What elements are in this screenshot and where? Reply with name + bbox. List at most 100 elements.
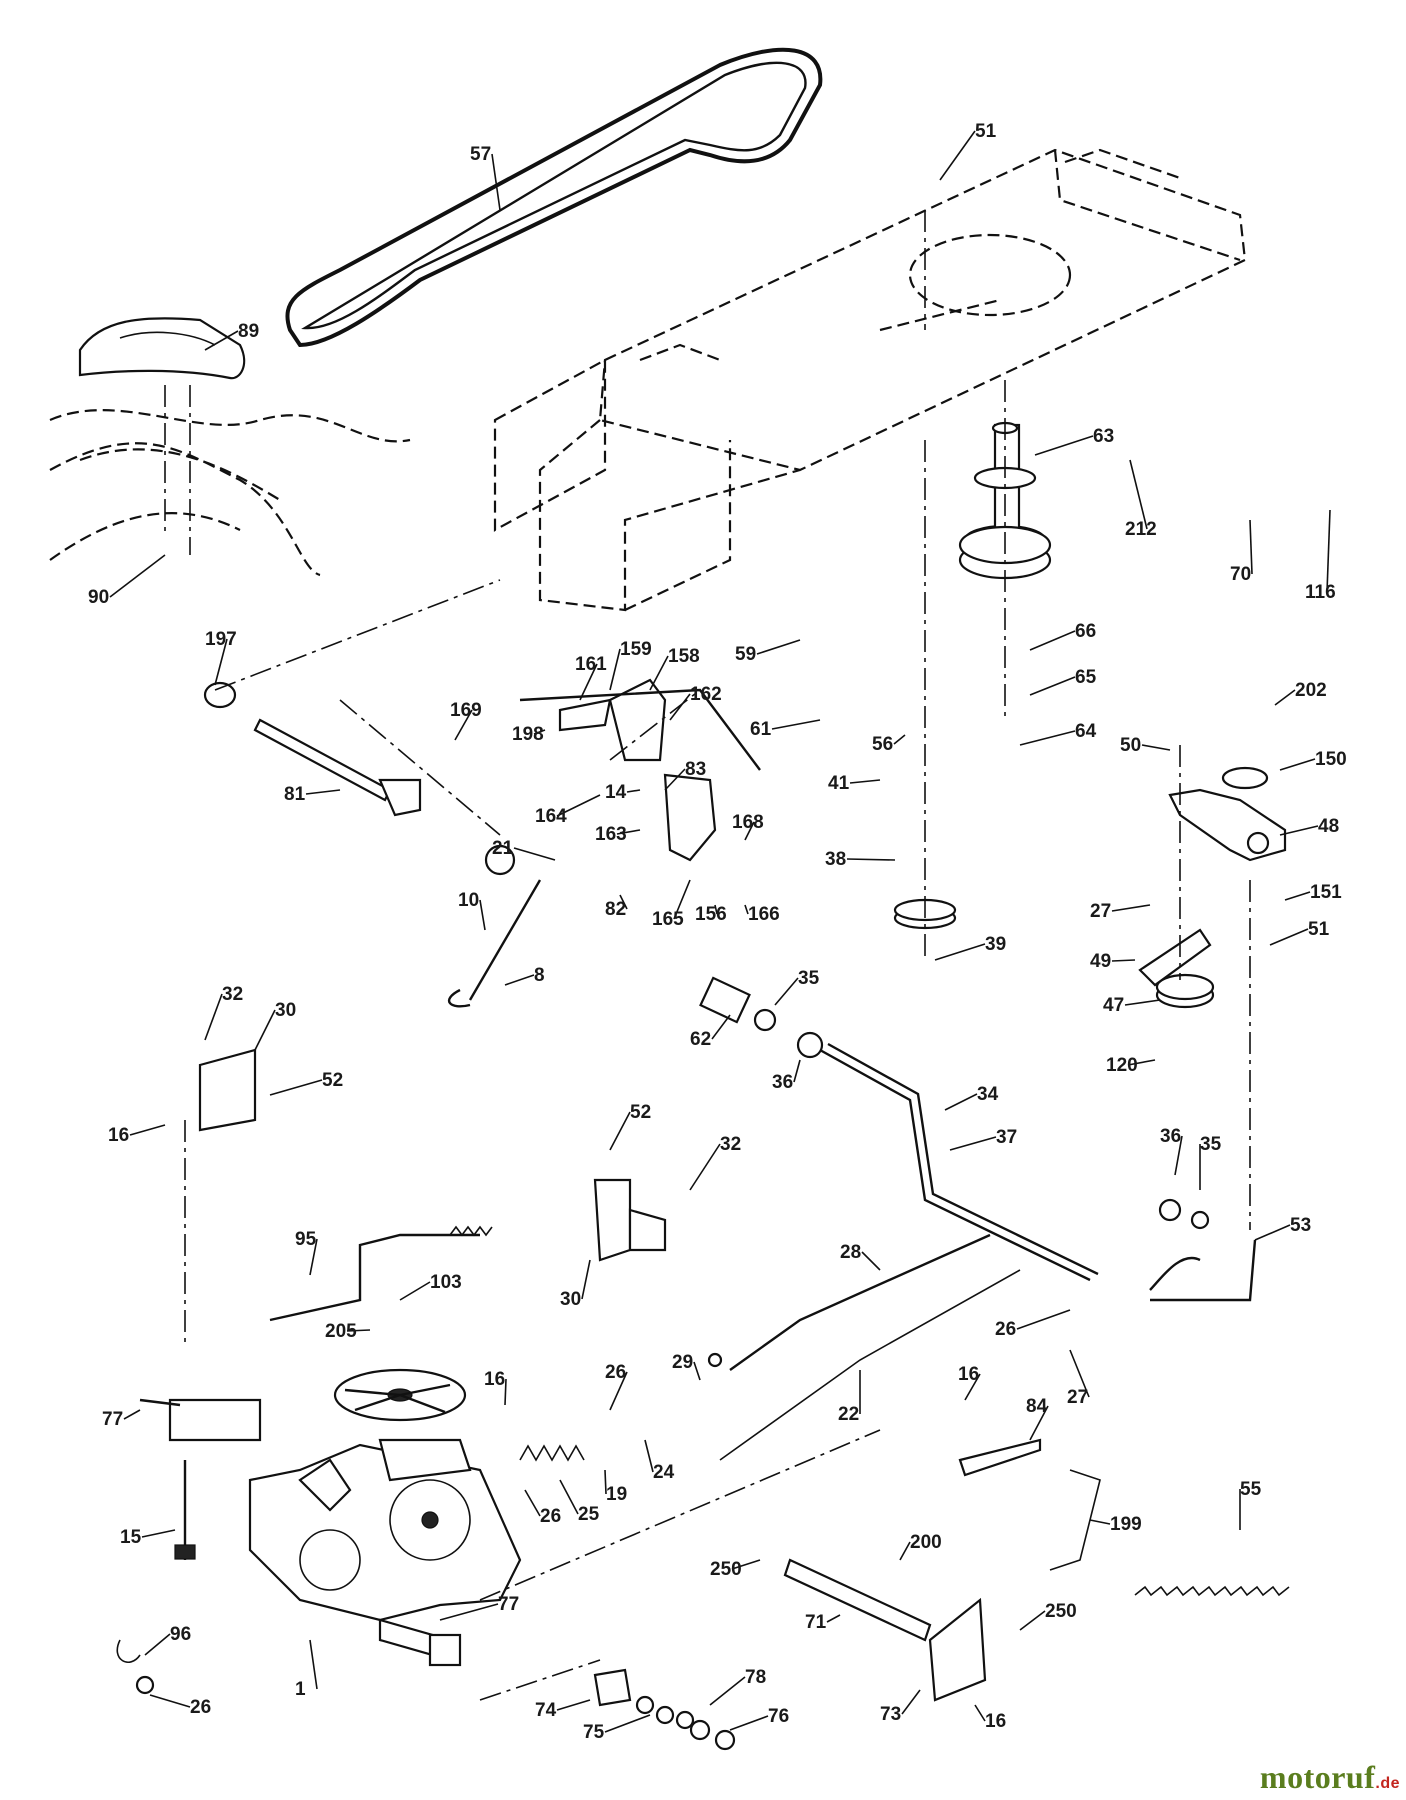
leader-line-p27a bbox=[1111, 904, 1151, 912]
leader-line-p37 bbox=[949, 1136, 997, 1151]
leader-line-p24 bbox=[644, 1439, 654, 1473]
leader-line-p202 bbox=[1274, 689, 1296, 706]
part-label-p165: 165 bbox=[652, 909, 684, 930]
part-label-p73: 73 bbox=[880, 1704, 901, 1725]
part-label-p26c: 26 bbox=[540, 1506, 561, 1527]
part-label-p59: 59 bbox=[735, 644, 756, 665]
part-label-p26b: 26 bbox=[605, 1362, 626, 1383]
leader-line-p76 bbox=[729, 1715, 769, 1731]
part-label-p41: 41 bbox=[828, 773, 850, 794]
part-label-p10: 10 bbox=[458, 890, 479, 911]
leader-line-p162 bbox=[669, 693, 691, 721]
leader-line-p212 bbox=[1129, 459, 1148, 530]
part-label-p65: 65 bbox=[1075, 667, 1097, 688]
leader-line-p39 bbox=[934, 943, 986, 961]
part-label-p37: 37 bbox=[996, 1127, 1017, 1148]
part-label-p163: 163 bbox=[595, 824, 627, 845]
leader-line-p30a bbox=[254, 1009, 276, 1051]
leader-line-p25 bbox=[559, 1479, 579, 1515]
part-label-p198: 198 bbox=[512, 724, 544, 745]
leader-line-p74 bbox=[556, 1699, 591, 1711]
leader-line-p53 bbox=[1254, 1224, 1291, 1241]
leader-line-p10 bbox=[479, 899, 486, 931]
part-label-p161: 161 bbox=[575, 654, 607, 675]
part-label-p16a: 16 bbox=[108, 1125, 129, 1146]
leader-line-p165 bbox=[673, 879, 691, 920]
leader-line-p151 bbox=[1284, 891, 1311, 901]
leader-line-p1 bbox=[309, 1639, 318, 1690]
leader-line-p250a bbox=[731, 1559, 761, 1570]
part-label-p35b: 35 bbox=[1200, 1134, 1222, 1155]
part-label-p19: 19 bbox=[606, 1484, 627, 1505]
part-label-p63: 63 bbox=[1093, 426, 1114, 447]
part-label-p52a: 52 bbox=[322, 1070, 343, 1091]
part-label-p47: 47 bbox=[1103, 995, 1124, 1016]
leader-line-p30b bbox=[581, 1259, 591, 1300]
leader-line-p16d bbox=[974, 1704, 986, 1722]
brake-arm bbox=[479, 1429, 1101, 1702]
leader-line-p83 bbox=[664, 768, 686, 791]
leader-line-p62 bbox=[711, 1014, 731, 1040]
leader-line-p82 bbox=[619, 894, 628, 910]
watermark-logo: motoruf.de bbox=[1259, 1759, 1400, 1795]
part-label-p164: 164 bbox=[535, 806, 567, 827]
part-label-p156: 156 bbox=[695, 904, 727, 925]
leader-line-p26c bbox=[524, 1489, 541, 1517]
leader-line-p57 bbox=[491, 153, 501, 211]
leader-line-p52b bbox=[609, 1111, 631, 1151]
part-label-p51a: 51 bbox=[975, 121, 997, 142]
leader-line-p168 bbox=[744, 821, 755, 841]
leader-line-p166 bbox=[744, 904, 749, 915]
part-label-p76: 76 bbox=[768, 1706, 789, 1727]
leader-line-p26d bbox=[149, 1694, 191, 1708]
lift-shaft bbox=[203, 579, 501, 836]
leader-line-p103 bbox=[399, 1281, 431, 1301]
part-label-p35a: 35 bbox=[798, 968, 820, 989]
leader-line-p59 bbox=[756, 639, 801, 655]
part-label-p166: 166 bbox=[748, 904, 780, 925]
part-label-p27b: 27 bbox=[1067, 1387, 1088, 1408]
leader-line-p26a bbox=[1016, 1309, 1071, 1330]
leader-line-p199 bbox=[1089, 1519, 1111, 1525]
part-label-p49: 49 bbox=[1090, 951, 1111, 972]
part-label-p1: 1 bbox=[295, 1679, 306, 1700]
leader-line-p51a bbox=[939, 130, 976, 181]
leader-line-p66 bbox=[1029, 630, 1076, 651]
part-label-p16c: 16 bbox=[958, 1364, 979, 1385]
part-label-p116: 116 bbox=[1305, 582, 1336, 603]
leader-line-p78 bbox=[709, 1676, 746, 1706]
chassis-frame bbox=[493, 148, 1247, 612]
pulleys bbox=[893, 210, 1269, 1009]
leader-line-p61 bbox=[771, 719, 821, 730]
leader-line-p90 bbox=[109, 554, 166, 598]
mounting-brackets bbox=[184, 1048, 667, 1345]
leader-line-p81 bbox=[305, 789, 341, 795]
leader-line-p73 bbox=[901, 1689, 921, 1715]
small-hardware bbox=[116, 1639, 736, 1751]
part-label-p32b: 32 bbox=[720, 1134, 741, 1155]
leader-line-p250b bbox=[1019, 1610, 1046, 1631]
part-label-p84: 84 bbox=[1026, 1396, 1048, 1417]
part-label-p30a: 30 bbox=[275, 1000, 296, 1021]
part-label-p15: 15 bbox=[120, 1527, 142, 1548]
part-label-p53: 53 bbox=[1290, 1215, 1311, 1236]
part-label-p52b: 52 bbox=[630, 1102, 651, 1123]
part-label-p29: 29 bbox=[672, 1352, 693, 1373]
leader-line-p96 bbox=[144, 1633, 171, 1656]
leader-line-p26b bbox=[609, 1371, 628, 1411]
transaxle bbox=[139, 1368, 522, 1667]
leader-line-p169 bbox=[454, 709, 473, 741]
leader-line-p38 bbox=[846, 858, 896, 861]
leader-line-p56 bbox=[893, 734, 906, 745]
part-label-p55: 55 bbox=[1240, 1479, 1262, 1500]
leader-line-p64 bbox=[1019, 730, 1076, 746]
leader-line-p205 bbox=[346, 1329, 371, 1332]
part-label-p21: 21 bbox=[492, 838, 514, 859]
leader-line-p63 bbox=[1034, 435, 1094, 456]
leader-line-p41 bbox=[849, 779, 881, 784]
control-linkage bbox=[707, 1233, 1021, 1461]
drive-belt bbox=[285, 47, 823, 348]
leader-line-p49 bbox=[1111, 959, 1136, 962]
seat-pan bbox=[78, 317, 246, 555]
leader-line-p77b bbox=[439, 1603, 499, 1621]
